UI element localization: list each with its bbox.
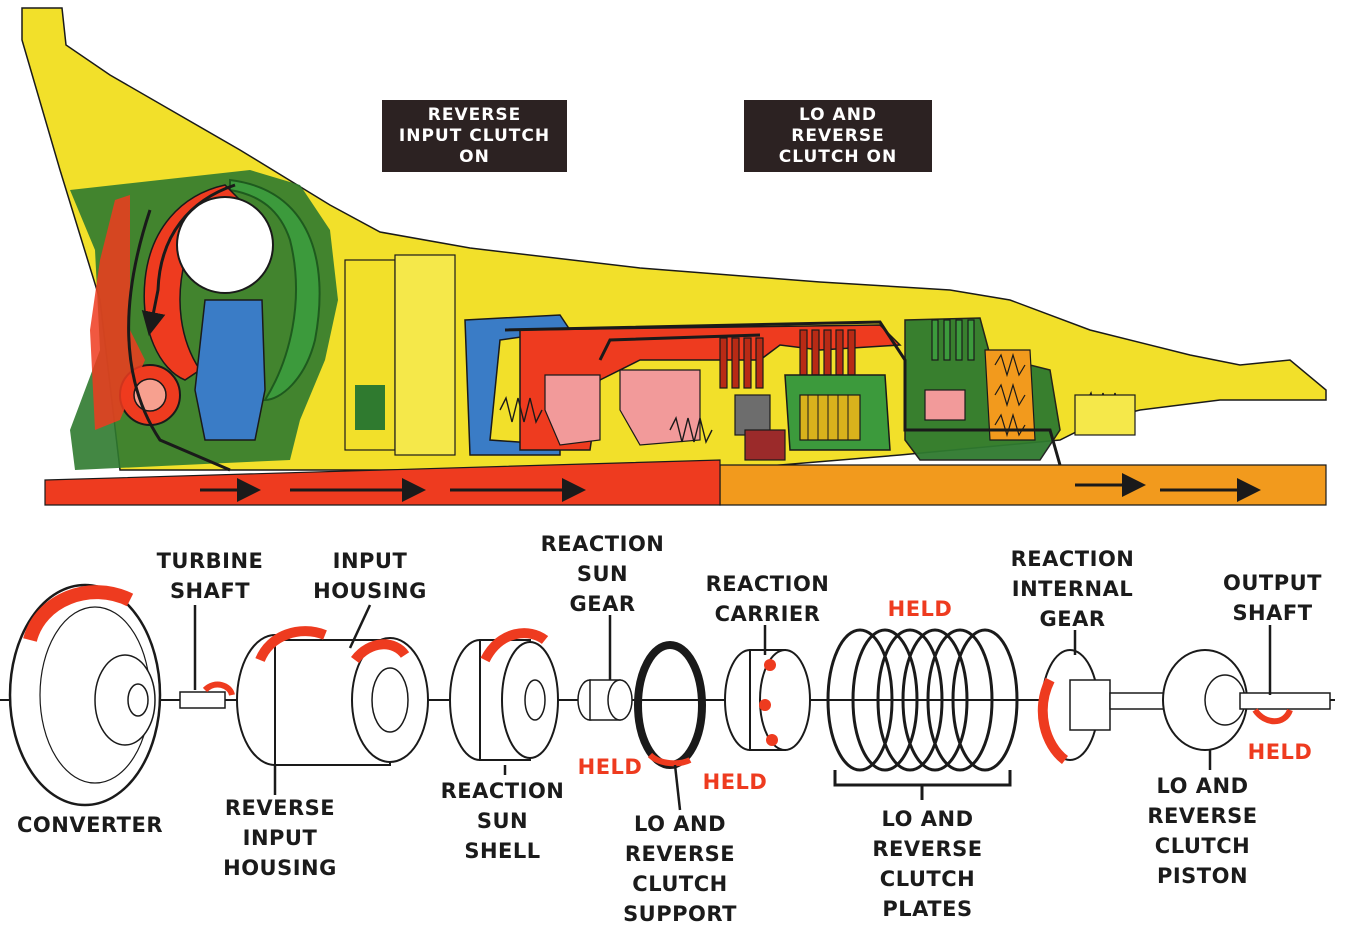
label-held-piston: HELD bbox=[1247, 740, 1313, 764]
lo-reverse-clutch-banner: LO AND REVERSE CLUTCH ON bbox=[744, 100, 932, 172]
turbine-vanes bbox=[229, 178, 321, 402]
reaction-sun-gear-part bbox=[577, 679, 633, 721]
label-reaction-internal-gear: REACTION INTERNAL GEAR bbox=[1010, 547, 1135, 631]
clutch-plates-part bbox=[826, 628, 1019, 772]
transmission-diagram bbox=[0, 7, 1335, 811]
label-reaction-carrier: REACTION CARRIER bbox=[705, 572, 830, 626]
leader-lines bbox=[193, 604, 1272, 811]
label-lo-reverse-clutch-piston: LO AND REVERSE CLUTCH PISTON bbox=[1147, 774, 1258, 888]
stator bbox=[194, 299, 266, 441]
clutch-plates-input bbox=[719, 329, 856, 389]
reaction-carrier-part bbox=[724, 649, 811, 751]
sun-gear bbox=[734, 394, 771, 436]
plates-bracket bbox=[833, 770, 1012, 800]
label-lo-reverse-clutch-support: LO AND REVERSE CLUTCH SUPPORT bbox=[623, 812, 737, 926]
input-housing-part bbox=[236, 626, 429, 766]
reverse-input-clutch-banner: REVERSE INPUT CLUTCH ON bbox=[382, 100, 567, 172]
input-shaft bbox=[44, 459, 721, 506]
label-converter: CONVERTER bbox=[16, 813, 163, 837]
label-output-shaft: OUTPUT SHAFT bbox=[1223, 571, 1322, 625]
label-lo-reverse-clutch-plates: LO AND REVERSE CLUTCH PLATES bbox=[872, 807, 983, 921]
reverse-input-clutch bbox=[464, 314, 572, 456]
clutch-plates-lo-reverse bbox=[931, 319, 975, 361]
power-flow-path bbox=[127, 209, 1062, 472]
cutaway-section bbox=[21, 7, 1327, 506]
label-reaction-sun-shell: REACTION SUN SHELL bbox=[440, 779, 565, 863]
converter-part bbox=[8, 583, 162, 807]
label-reaction-sun-gear: REACTION SUN GEAR bbox=[540, 532, 665, 616]
exploded-view bbox=[0, 583, 1335, 811]
clutch-support-part bbox=[634, 641, 706, 769]
label-held-carrier: HELD bbox=[702, 770, 768, 794]
label-turbine-shaft: TURBINE SHAFT bbox=[156, 549, 264, 603]
label-held-plates: HELD bbox=[887, 597, 953, 621]
internal-gear-part bbox=[1037, 649, 1166, 764]
reaction-sun-shell-part bbox=[449, 628, 559, 761]
clutch-piston-part bbox=[1162, 649, 1248, 751]
label-input-housing: INPUT HOUSING bbox=[313, 549, 427, 603]
output-shaft bbox=[719, 464, 1327, 506]
label-held-support: HELD bbox=[577, 755, 643, 779]
label-reverse-input-housing: REVERSE INPUT HOUSING bbox=[223, 796, 337, 880]
converter-hub bbox=[176, 196, 274, 294]
